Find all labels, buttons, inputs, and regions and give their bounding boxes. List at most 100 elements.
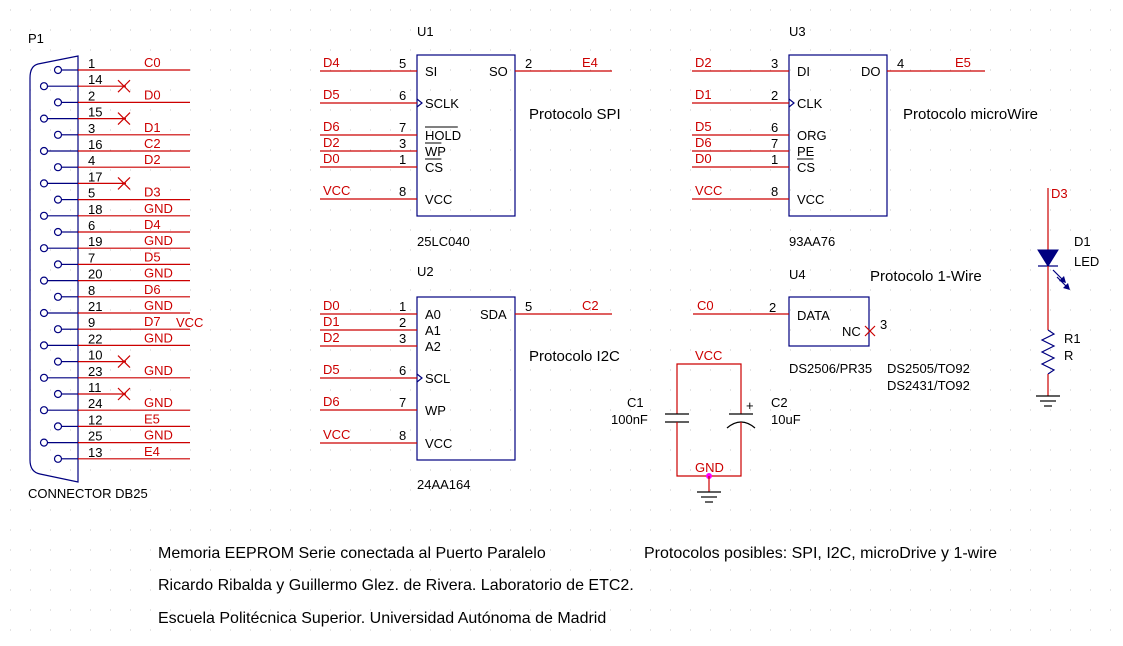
connector-pin-circle: [39, 244, 49, 253]
connector-pin-circle: [39, 373, 49, 382]
u2-pin-net: D2: [323, 330, 340, 345]
connector-net-label: D6: [144, 282, 161, 297]
connector-net-label: D5: [144, 249, 161, 264]
u1-pin-name: SI: [425, 64, 437, 79]
u2-protocol: Protocolo I2C: [529, 348, 620, 365]
u1-pin-name: WP: [425, 144, 446, 159]
u3-out-name: DO: [861, 64, 881, 79]
u1-pin-name: CS: [425, 160, 443, 175]
u4-data-name: DATA: [797, 308, 830, 323]
connector-pin-num: 17: [88, 169, 102, 184]
u3-pin-net: D6: [695, 135, 712, 150]
title-block: Memoria EEPROM Serie conectada al Puerto…: [158, 545, 997, 627]
u3-clock-marker: [788, 98, 795, 108]
connector-pin-circle: [39, 211, 49, 220]
u2-pin-net: D6: [323, 394, 340, 409]
connector-net-label: GND: [144, 233, 173, 248]
u2-out-num: 5: [525, 299, 532, 314]
connector-pin-num: 24: [88, 396, 102, 411]
u3-pin-name: CS: [797, 160, 815, 175]
connector-pin-circle: [39, 308, 49, 318]
u3-pin-num: 8: [771, 184, 778, 199]
u1-pin-num: 5: [399, 56, 406, 71]
connector-net-label: GND: [144, 395, 173, 410]
footer-line1b: Protocolos posibles: SPI, I2C, microDriv…: [644, 545, 997, 562]
u1-pin-num: 8: [399, 184, 406, 199]
u1-pin-net: D5: [323, 87, 340, 102]
u2-pin-num: 3: [399, 331, 406, 346]
u3-pin-name: CLK: [797, 96, 823, 111]
connector-net-label: D0: [144, 87, 161, 102]
connector-pin-num: 22: [88, 331, 102, 346]
u2-clock-marker: [416, 373, 423, 383]
connector-pin-circle: [53, 260, 63, 269]
connector-pin-num: 2: [88, 88, 95, 103]
footer-line1: Memoria EEPROM Serie conectada al Puerto…: [158, 545, 546, 562]
u3-pin-net: VCC: [695, 183, 722, 198]
u3-out-net: E5: [955, 55, 971, 70]
connector-pin-circle: [53, 98, 63, 107]
u2-out-name: SDA: [480, 307, 507, 322]
grid-path: [10, 9, 1111, 631]
u1-pin-net: D6: [323, 119, 340, 134]
u2-pin-num: 7: [399, 395, 406, 410]
connector-pin-circle: [53, 389, 63, 399]
connector-pin-circle: [53, 195, 63, 204]
connector-pin-num: 8: [88, 283, 95, 298]
u4-nc-num: 3: [880, 317, 887, 332]
u2-pin-name: A2: [425, 339, 441, 354]
led-circuit: D3 D1 LED R1 R: [1036, 186, 1099, 407]
u1-pin-num: 7: [399, 120, 406, 135]
u1-pin-num: 6: [399, 88, 406, 103]
connector-net-label: GND: [144, 298, 173, 313]
connector-pin-circle: [39, 438, 49, 447]
connector-pin-circle: [39, 341, 49, 350]
u1-pin-net: D0: [323, 151, 340, 166]
u1-pin-net: D4: [323, 55, 340, 70]
connector-pin-num: 15: [88, 105, 102, 120]
u4-part: DS2506/PR35: [789, 361, 872, 376]
connector-pin-circle: [53, 325, 63, 334]
connector-nc-x: [117, 355, 131, 369]
u3-pin-name: VCC: [797, 192, 824, 207]
connector-net-label: C2: [144, 136, 161, 151]
c1-ref: C1: [627, 395, 644, 410]
connector-net-label: GND: [144, 363, 173, 378]
u4-data-num: 2: [769, 300, 776, 315]
u2-pin-num: 6: [399, 363, 406, 378]
u1-pin-num: 3: [399, 136, 406, 151]
c1-value: 100nF: [611, 412, 648, 427]
connector-pin-circle: [53, 422, 63, 431]
u2-part: 24AA164: [417, 477, 471, 492]
u1-pin-net: D2: [323, 135, 340, 150]
connector-pin-num: 11: [88, 380, 102, 395]
u4-protocol: Protocolo 1-Wire: [870, 268, 982, 285]
footer-line2: Ricardo Ribalda y Guillermo Glez. de Riv…: [158, 577, 634, 594]
connector-shell: [29, 55, 79, 483]
u1-ref: U1: [417, 24, 434, 39]
u3-part: 93AA76: [789, 234, 835, 249]
u4-ref: U4: [789, 267, 806, 282]
u1-pin-net: VCC: [323, 183, 350, 198]
decoupling-caps: VCC C1 100nF + C2 10uF GND: [611, 348, 801, 503]
connector-pin-circle: [53, 227, 63, 237]
connector-nc-x: [117, 112, 131, 126]
connector-pin-num: 20: [88, 267, 102, 282]
led-value: LED: [1074, 254, 1099, 269]
c2-value: 10uF: [771, 412, 801, 427]
connector-ref: P1: [28, 31, 44, 46]
u3-pin-net: D5: [695, 119, 712, 134]
connector-net-label: D3: [144, 185, 161, 200]
u2-pin-net: D1: [323, 314, 340, 329]
connector-pin-circle: [39, 276, 49, 285]
connector-net-label: D2: [144, 152, 161, 167]
connector-net-label: GND: [144, 266, 173, 281]
led-triangle: [1037, 249, 1059, 267]
connector-net-label: D7: [144, 314, 161, 329]
